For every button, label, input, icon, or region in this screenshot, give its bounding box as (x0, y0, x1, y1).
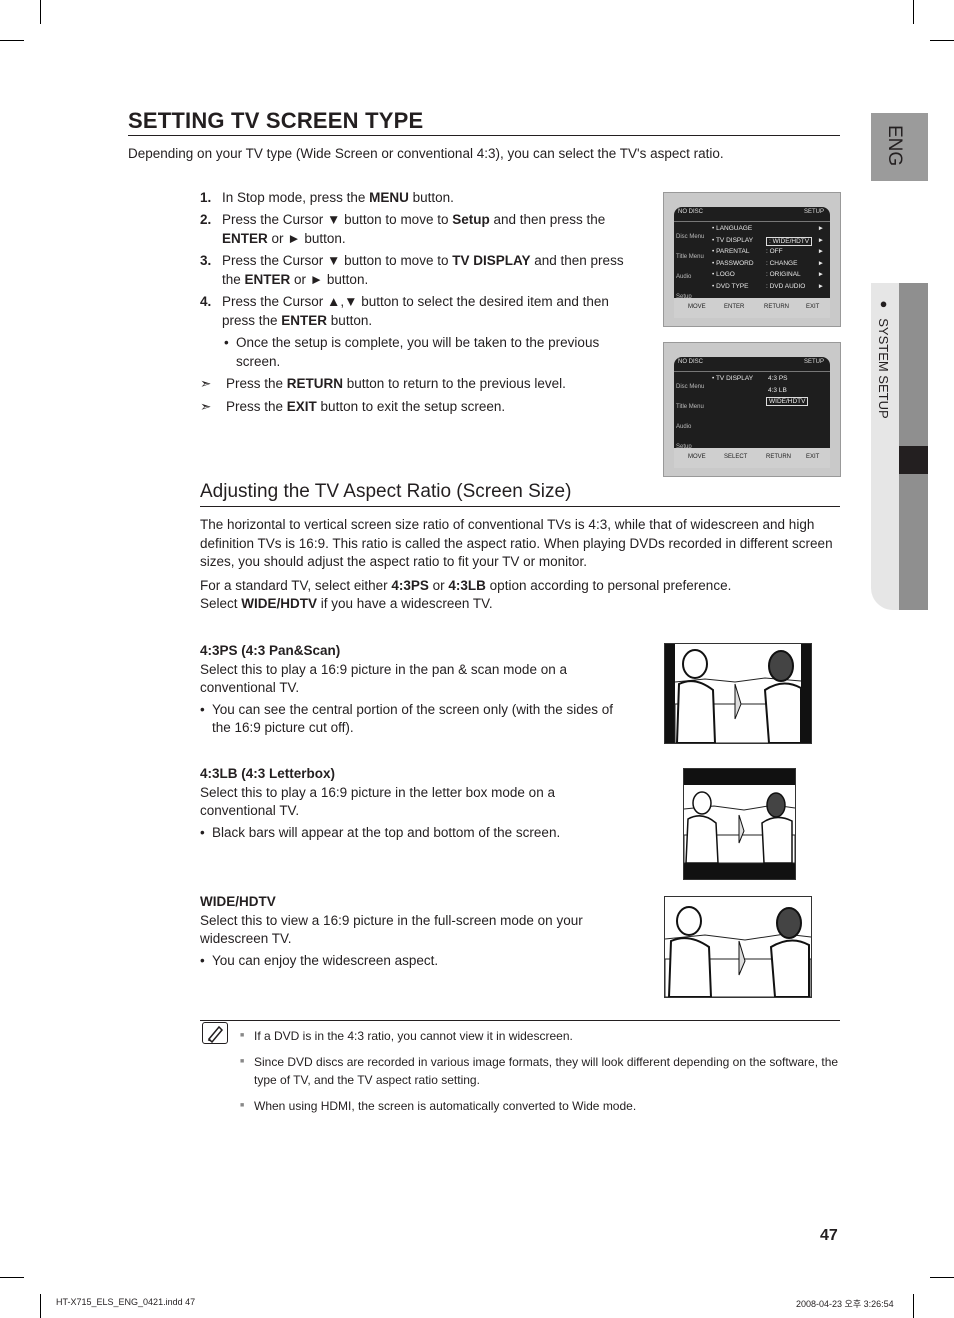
language-tab: ENG (871, 113, 928, 181)
title-rule (128, 135, 840, 136)
chapter-label: ● SYSTEM SETUP (876, 296, 891, 419)
note-item: When using HDMI, the screen is automatic… (240, 1097, 840, 1115)
letterbox-illustration (683, 768, 796, 880)
section-widescreen: WIDE/HDTV Select this to view a 16:9 pic… (200, 893, 630, 970)
step-1: 1.In Stop mode, press the MENU button. (200, 190, 454, 205)
panscan-illustration (664, 643, 812, 744)
chapter-marker (899, 446, 928, 474)
note-icon (202, 1022, 228, 1044)
widescreen-illustration (664, 896, 812, 998)
wide-tv-line: Select WIDE/HDTV if you have a widescree… (200, 596, 493, 611)
crop-mark (913, 0, 914, 24)
return-note: ➣Press the RETURN button to return to th… (200, 376, 566, 391)
section-heading: 4:3PS (4:3 Pan&Scan) (200, 643, 341, 658)
crop-mark (930, 1277, 954, 1278)
subtitle-rule (200, 506, 840, 507)
osd-setup-rows: • LANGUAGE► • TV DISPLAY: WIDE/HDTV► • P… (712, 225, 824, 290)
arrow-icon: ➣ (200, 376, 212, 391)
osd-side-menu: Disc Menu Title Menu Audio Setup (676, 234, 705, 300)
notes-rule (200, 1020, 840, 1021)
crop-mark (913, 1294, 914, 1318)
language-tab-label: ENG (884, 125, 905, 167)
osd-button-guide: MOVE SELECT RETURN EXIT (674, 448, 830, 468)
osd-button-guide: MOVE ENTER RETURN EXIT (674, 298, 830, 318)
section-panscan: 4:3PS (4:3 Pan&Scan) Select this to play… (200, 642, 630, 738)
crop-mark (40, 0, 41, 24)
page-title: SETTING TV SCREEN TYPE (128, 108, 424, 133)
steps-list: 1.In Stop mode, press the MENU button. 2… (200, 188, 632, 420)
arrow-icon: ➣ (200, 399, 212, 414)
crop-mark (0, 40, 24, 41)
step-4: 4.Press the Cursor ▲,▼ button to select … (200, 294, 609, 328)
section-heading: WIDE/HDTV (200, 894, 276, 909)
footer-timestamp: 2008-04-23 오후 3:26:54 (796, 1299, 894, 1309)
section-heading: 4:3LB (4:3 Letterbox) (200, 766, 336, 781)
step-4-bullet: Once the setup is complete, you will be … (222, 333, 632, 371)
crop-mark (0, 1277, 24, 1278)
bullet-dot-icon: ● (876, 296, 891, 311)
page-number: 47 (820, 1227, 838, 1244)
footer-filename: HT-X715_ELS_ENG_0421.indd 47 (56, 1297, 196, 1307)
exit-note: ➣Press the EXIT button to exit the setup… (200, 399, 506, 414)
step-2: 2.Press the Cursor ▼ button to move to S… (200, 212, 606, 246)
crop-mark (930, 40, 954, 41)
section-letterbox: 4:3LB (4:3 Letterbox) Select this to pla… (200, 765, 630, 842)
crop-mark (40, 1294, 41, 1318)
notes-list: If a DVD is in the 4:3 ratio, you cannot… (240, 1027, 840, 1123)
intro-text: Depending on your TV type (Wide Screen o… (128, 146, 724, 161)
section-subtitle: Adjusting the TV Aspect Ratio (Screen Si… (200, 481, 572, 502)
note-item: Since DVD discs are recorded in various … (240, 1053, 840, 1089)
step-3: 3.Press the Cursor ▼ button to move to T… (200, 253, 624, 287)
osd-side-menu: Disc Menu Title Menu Audio Setup (676, 384, 705, 450)
aspect-ratio-paragraph: The horizontal to vertical screen size r… (200, 517, 833, 569)
standard-tv-line: For a standard TV, select either 4:3PS o… (200, 578, 732, 593)
note-item: If a DVD is in the 4:3 ratio, you cannot… (240, 1027, 840, 1045)
